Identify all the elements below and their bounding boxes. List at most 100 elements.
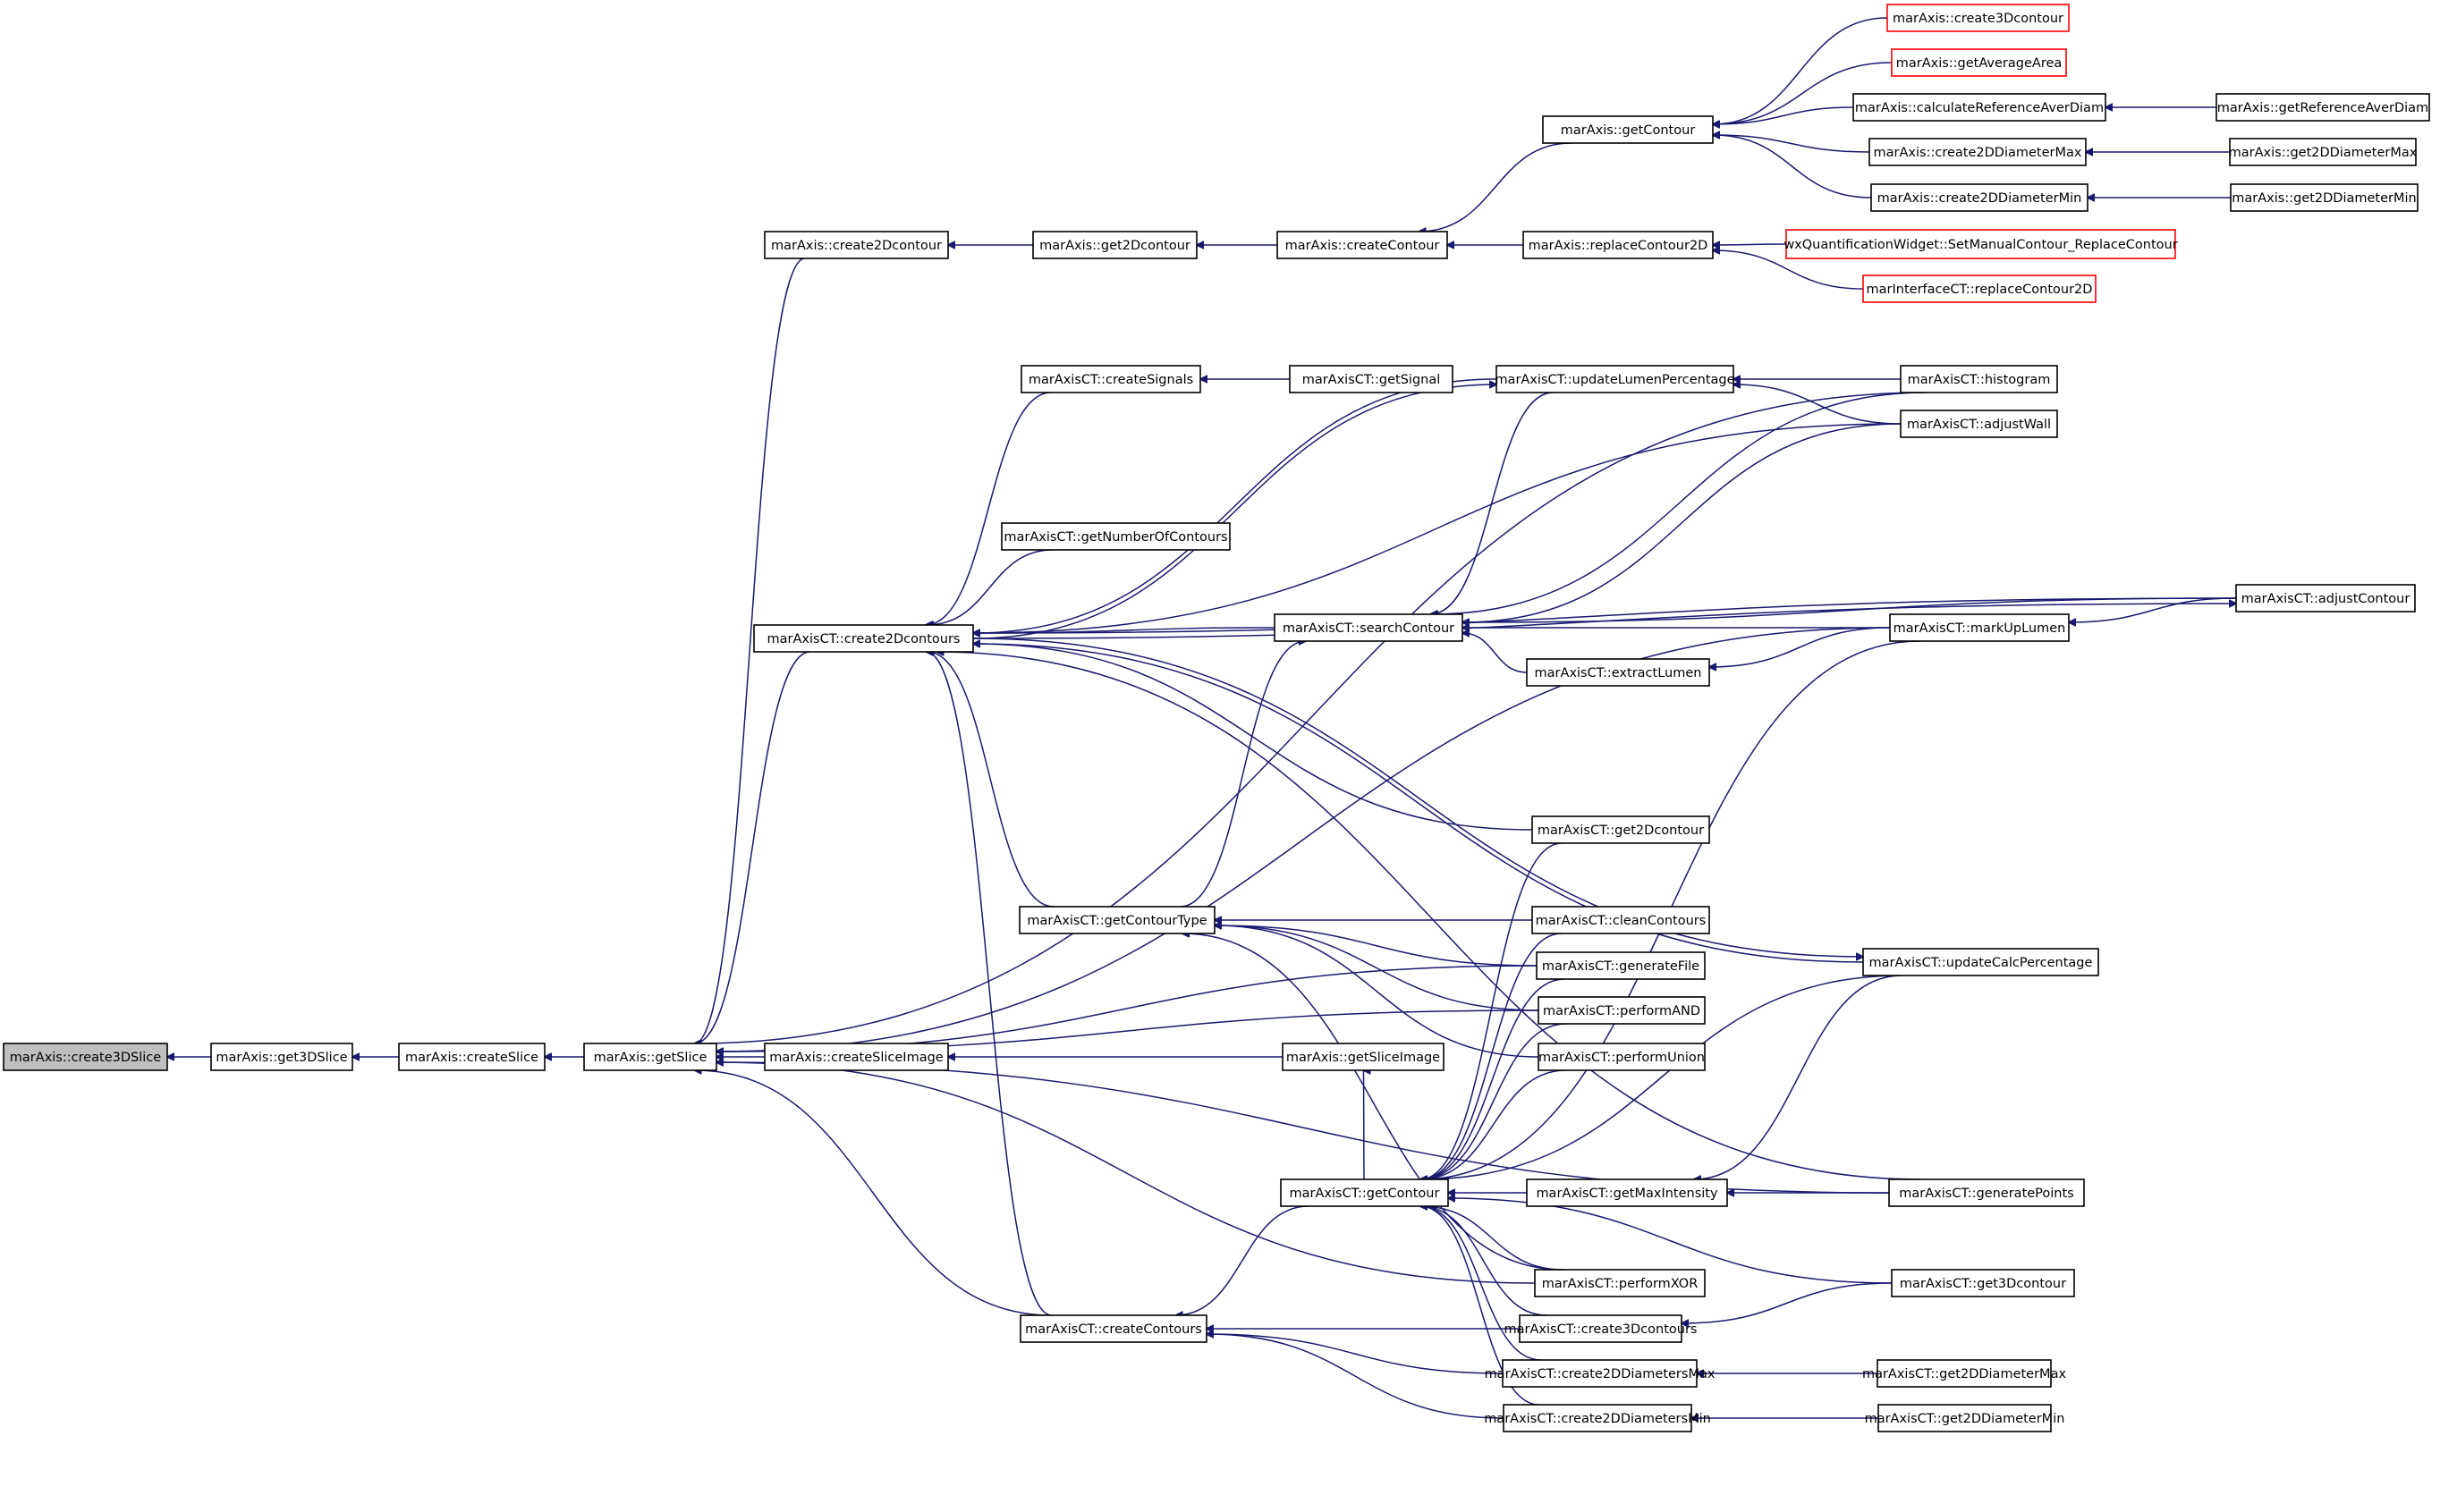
node-ct-update-lumen[interactable]: marAxisCT::updateLumenPercentage bbox=[1495, 365, 1735, 393]
node-box[interactable] bbox=[764, 1043, 949, 1071]
node-ct-create2-ddiam-max[interactable]: marAxisCT::create2DDiametersMax bbox=[1485, 1359, 1716, 1388]
node-get3-dslice[interactable]: marAxis::get3DSlice bbox=[210, 1043, 353, 1071]
node-get-contour[interactable]: marAxis::getContour bbox=[1542, 115, 1714, 144]
node-box[interactable] bbox=[1526, 1178, 1728, 1207]
node-ct-perform-xor[interactable]: marAxisCT::performXOR bbox=[1534, 1269, 1706, 1297]
node-ct-generate-file[interactable]: marAxisCT::generateFile bbox=[1536, 951, 1706, 980]
node-box[interactable] bbox=[1001, 522, 1231, 551]
node-box[interactable] bbox=[1862, 275, 2097, 303]
node-ct-get-contour[interactable]: marAxisCT::getContour bbox=[1280, 1178, 1449, 1207]
node-box[interactable] bbox=[1900, 410, 2058, 438]
node-ct-histogram[interactable]: marAxisCT::histogram bbox=[1900, 365, 2058, 393]
node-ct-get-number-of-contours[interactable]: marAxisCT::getNumberOfContours bbox=[1001, 522, 1231, 551]
node-box[interactable] bbox=[764, 231, 949, 259]
node-ct-get-max-intensity[interactable]: marAxisCT::getMaxIntensity bbox=[1526, 1178, 1728, 1207]
node-get-average-area[interactable]: marAxis::getAverageArea bbox=[1891, 48, 2067, 77]
node-box[interactable] bbox=[1502, 1359, 1698, 1388]
node-get2-ddiameter-min[interactable]: marAxis::get2DDiameterMin bbox=[2230, 183, 2419, 212]
node-ct-generate-points[interactable]: marAxisCT::generatePoints bbox=[1888, 1178, 2085, 1207]
node-box[interactable] bbox=[2215, 93, 2430, 122]
node-if-replace[interactable]: marInterfaceCT::replaceContour2D bbox=[1862, 275, 2097, 303]
node-box[interactable] bbox=[1282, 1043, 1445, 1071]
node-box[interactable] bbox=[210, 1043, 353, 1071]
node-ct-adjust-wall[interactable]: marAxisCT::adjustWall bbox=[1900, 410, 2058, 438]
node-box[interactable] bbox=[1868, 138, 2087, 166]
node-box[interactable] bbox=[1877, 1359, 2052, 1388]
node-box[interactable] bbox=[1519, 1314, 1682, 1343]
node-create-slice-image[interactable]: marAxis::createSliceImage bbox=[764, 1043, 949, 1071]
node-box[interactable] bbox=[1522, 231, 1714, 259]
node-ct-get2-dcontour[interactable]: marAxisCT::get2Dcontour bbox=[1531, 815, 1710, 844]
node-create3-dcontour[interactable]: marAxis::create3Dcontour bbox=[1886, 4, 2070, 32]
node-box[interactable] bbox=[1891, 1269, 2075, 1297]
node-box[interactable] bbox=[1538, 1043, 1706, 1071]
node-box[interactable] bbox=[3, 1043, 168, 1071]
node-box[interactable] bbox=[1852, 93, 2106, 122]
node-ct-get2-ddiam-max[interactable]: marAxisCT::get2DDiameterMax bbox=[1862, 1359, 2067, 1388]
node-box[interactable] bbox=[1889, 613, 2070, 642]
node-ct-create2-ddiam-min[interactable]: marAxisCT::create2DDiametersMin bbox=[1484, 1404, 1711, 1432]
node-create2-ddiameter-min[interactable]: marAxis::create2DDiameterMin bbox=[1870, 183, 2088, 212]
node-box[interactable] bbox=[1531, 906, 1710, 934]
node-ct-update-calc[interactable]: marAxisCT::updateCalcPercentage bbox=[1862, 948, 2099, 976]
node-ct-create2-dcontours[interactable]: marAxisCT::create2Dcontours bbox=[753, 624, 974, 653]
node-ct-perform-union[interactable]: marAxisCT::performUnion bbox=[1538, 1043, 1706, 1071]
node-replace-contour2-d[interactable]: marAxis::replaceContour2D bbox=[1522, 231, 1714, 259]
node-box[interactable] bbox=[1020, 1314, 1207, 1343]
node-ct-create-signals[interactable]: marAxisCT::createSignals bbox=[1021, 365, 1201, 393]
node-box[interactable] bbox=[1531, 815, 1710, 844]
node-box[interactable] bbox=[1495, 365, 1734, 393]
node-box[interactable] bbox=[1021, 365, 1201, 393]
node-create2-dcontour[interactable]: marAxis::create2Dcontour bbox=[764, 231, 949, 259]
node-box[interactable] bbox=[1886, 4, 2070, 32]
node-ct-get-contour-type[interactable]: marAxisCT::getContourType bbox=[1019, 906, 1216, 934]
node-get2-dcontour[interactable]: marAxis::get2Dcontour bbox=[1032, 231, 1198, 259]
node-box[interactable] bbox=[1888, 1178, 2085, 1207]
node-box[interactable] bbox=[1274, 613, 1463, 642]
node-box[interactable] bbox=[1032, 231, 1198, 259]
node-box[interactable] bbox=[1542, 115, 1714, 144]
node-box[interactable] bbox=[1877, 1404, 2052, 1432]
node-box[interactable] bbox=[753, 624, 974, 653]
node-ct-get-signal[interactable]: marAxisCT::getSignal bbox=[1289, 365, 1453, 393]
node-ct-get2-ddiam-min[interactable]: marAxisCT::get2DDiameterMin bbox=[1865, 1404, 2065, 1432]
node-box[interactable] bbox=[1019, 906, 1216, 934]
node-box[interactable] bbox=[1862, 948, 2099, 976]
node-box[interactable] bbox=[1785, 229, 2176, 259]
node-box[interactable] bbox=[2235, 584, 2416, 612]
node-ct-create3-dcontours[interactable]: marAxisCT::create3Dcontours bbox=[1504, 1314, 1698, 1343]
node-ct-search-contour[interactable]: marAxisCT::searchContour bbox=[1274, 613, 1463, 642]
node-create3-dslice[interactable]: marAxis::create3DSlice bbox=[3, 1043, 168, 1071]
node-get-slice[interactable]: marAxis::getSlice bbox=[583, 1043, 717, 1071]
node-create-contour[interactable]: marAxis::createContour bbox=[1276, 231, 1448, 259]
node-box[interactable] bbox=[1536, 951, 1706, 980]
node-box[interactable] bbox=[1503, 1404, 1692, 1432]
node-ct-adjust-contour[interactable]: marAxisCT::adjustContour bbox=[2235, 584, 2416, 612]
node-ct-mark-up-lumen[interactable]: marAxisCT::markUpLumen bbox=[1889, 613, 2070, 642]
node-get-reference-aver-diam[interactable]: marAxis::getReferenceAverDiam bbox=[2215, 93, 2430, 122]
node-box[interactable] bbox=[583, 1043, 717, 1071]
node-ct-extract-lumen[interactable]: marAxisCT::extractLumen bbox=[1526, 658, 1710, 687]
node-box[interactable] bbox=[2230, 183, 2419, 212]
node-box[interactable] bbox=[1900, 365, 2058, 393]
node-ct-create-contours[interactable]: marAxisCT::createContours bbox=[1020, 1314, 1207, 1343]
node-ct-perform-and[interactable]: marAxisCT::performAND bbox=[1538, 996, 1706, 1025]
node-box[interactable] bbox=[1280, 1178, 1449, 1207]
node-create2-ddiameter-max[interactable]: marAxis::create2DDiameterMax bbox=[1868, 138, 2087, 166]
node-box[interactable] bbox=[398, 1043, 546, 1071]
node-box[interactable] bbox=[1276, 231, 1448, 259]
node-ct-get3-dcontour[interactable]: marAxisCT::get3Dcontour bbox=[1891, 1269, 2075, 1297]
node-create-slice[interactable]: marAxis::createSlice bbox=[398, 1043, 546, 1071]
node-wx-set-manual[interactable]: wxQuantificationWidget::SetManualContour… bbox=[1783, 229, 2178, 259]
node-box[interactable] bbox=[2229, 138, 2417, 166]
node-get-slice-image[interactable]: marAxis::getSliceImage bbox=[1282, 1043, 1445, 1071]
node-box[interactable] bbox=[1289, 365, 1453, 393]
node-box[interactable] bbox=[1891, 48, 2067, 77]
node-box[interactable] bbox=[1534, 1269, 1706, 1297]
node-box[interactable] bbox=[1526, 658, 1710, 687]
node-box[interactable] bbox=[1538, 996, 1706, 1025]
node-calculate-reference-aver-diam[interactable]: marAxis::calculateReferenceAverDiam bbox=[1852, 93, 2106, 122]
node-get2-ddiameter-max[interactable]: marAxis::get2DDiameterMax bbox=[2229, 138, 2418, 166]
node-ct-clean-contours[interactable]: marAxisCT::cleanContours bbox=[1531, 906, 1710, 934]
node-box[interactable] bbox=[1870, 183, 2088, 212]
